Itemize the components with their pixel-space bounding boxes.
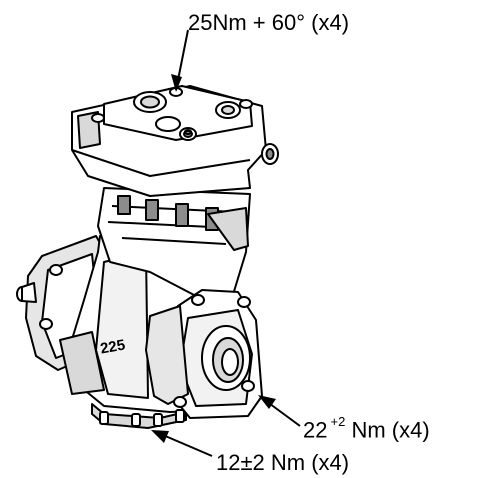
torque-callout-flange-bolts: 22+2 Nm (x4)	[303, 415, 430, 443]
torque-callout-head-bolts: 25Nm + 60° (x4)	[188, 10, 350, 35]
flange-bolts	[173, 294, 255, 408]
torque-unit: Nm (x4)	[351, 417, 430, 443]
bottom-leader-arrow	[151, 430, 213, 457]
compressor-drawing: 225	[16, 85, 279, 429]
head-bolts	[91, 87, 253, 135]
bottom-cover-bolts	[99, 409, 185, 427]
right-leader-arrow	[258, 395, 301, 427]
drive-flange	[145, 289, 263, 419]
leader-lines	[151, 29, 301, 457]
torque-value: 22	[303, 417, 328, 443]
cylinder-head	[71, 85, 279, 197]
torque-tolerance: +2	[330, 414, 346, 429]
torque-callout-bottom-bolts: 12±2 Nm (x4)	[216, 450, 350, 475]
cylinder-barrel	[97, 187, 251, 299]
top-leader-arrow	[171, 29, 189, 92]
body-marking: 225	[99, 336, 127, 357]
